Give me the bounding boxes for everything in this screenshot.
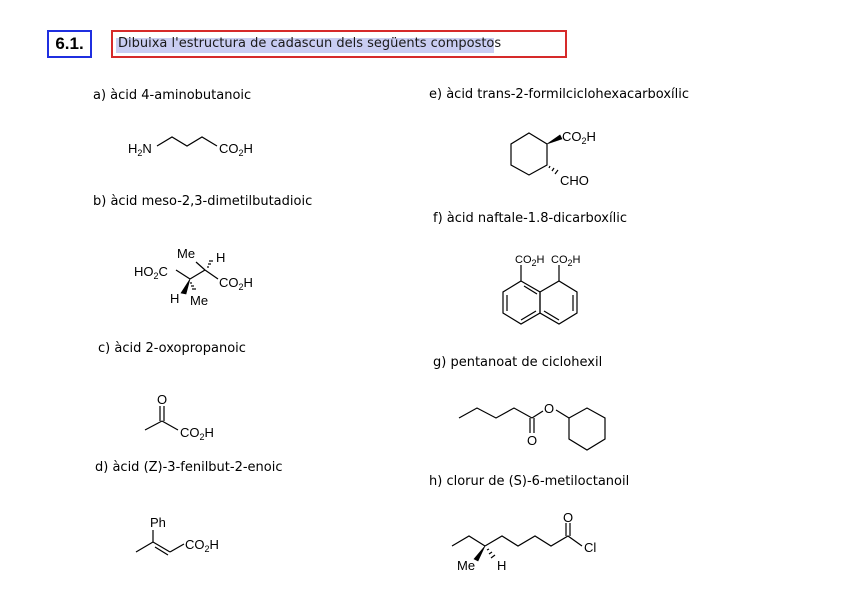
exercise-number: 6.1. [47, 30, 92, 58]
structure-b-wedge-bond [180, 278, 191, 295]
structure-b-bond-3 [204, 269, 219, 280]
structure-b-bond-1 [175, 269, 191, 280]
structure-c-oxygen-label: O [157, 392, 167, 407]
structure-e-hash-bond [548, 165, 559, 175]
instruction-box [111, 30, 567, 58]
structure-d-acid-label: CO2H [185, 537, 219, 554]
structure-h-oxygen-label: O [563, 510, 573, 525]
compound-d-label: d) àcid (Z)-3-fenilbut-2-enoic [95, 460, 283, 475]
structure-a-acid-label: CO2H [219, 141, 253, 158]
structure-d-bond-1 [135, 541, 154, 553]
structure-g-ester-o: O [544, 401, 554, 416]
structure-b: Me H HO2C CO2H H Me [134, 246, 253, 308]
structure-g-carbonyl-o: O [527, 433, 537, 448]
structure-b-bond-me-top [195, 261, 206, 271]
structure-h-chain-ethyl [451, 535, 486, 547]
structure-b-h-top: H [216, 250, 225, 265]
structure-b-hash-bond-top [207, 260, 213, 268]
compound-e-label: e) àcid trans-2-formilciclohexacarboxíli… [429, 87, 689, 102]
structure-d-double-b [154, 546, 169, 556]
structure-b-h-bottom: H [170, 291, 179, 306]
structure-h-chain-main [484, 535, 583, 547]
structure-c-bond-1 [144, 420, 163, 431]
structure-c-acid-label: CO2H [180, 425, 214, 442]
structure-a-chain [156, 136, 218, 147]
structure-f-ring-left [502, 280, 541, 325]
structure-d-double-a [152, 541, 171, 553]
structure-h-hash-bond [486, 548, 496, 559]
structure-d: Ph CO2H [135, 515, 219, 556]
structure-h-wedge-bond [473, 545, 486, 562]
structure-h: O Cl Me H [451, 510, 596, 573]
compound-g-label: g) pentanoat de ciclohexil [433, 355, 603, 370]
structure-d-bond-3 [169, 543, 185, 553]
structure-g-ester-bond-1 [531, 410, 544, 419]
compound-f-label: f) àcid naftale-1.8-dicarboxílic [433, 211, 627, 226]
structure-c-bond-2 [161, 420, 179, 431]
structure-a-amine-label: H2N [128, 141, 152, 158]
structure-c: O CO2H [144, 392, 214, 442]
structure-e-ring [510, 132, 548, 176]
compound-h-label: h) clorur de (S)-6-metiloctanoil [429, 474, 630, 489]
instruction-highlight [116, 38, 494, 53]
structure-g-ester-bond-2 [555, 409, 570, 419]
instruction-text: Dibuixa l'estructura de cadascun dels se… [118, 36, 502, 51]
structure-f-acid-1-label: CO2H [515, 254, 545, 268]
structure-f-double-5 [543, 310, 560, 321]
structure-f-double-3 [523, 285, 538, 295]
structure-e-wedge-bond [546, 134, 563, 145]
structure-f-acid-2-label: CO2H [551, 254, 581, 268]
structure-g-ring [568, 407, 606, 451]
structure-f-ring-right [539, 280, 578, 325]
compound-a-label: a) àcid 4-aminobutanoic [93, 88, 252, 103]
structure-h-hydrogen-label: H [497, 558, 506, 573]
structure-g: O O [458, 401, 606, 451]
structure-b-hash-bond-bottom [190, 282, 196, 290]
structure-b-acid-right: CO2H [219, 275, 253, 292]
structure-h-chlorine-label: Cl [584, 540, 596, 555]
structure-b-acid-left: HO2C [134, 264, 168, 281]
structure-h-methyl-label: Me [457, 558, 475, 573]
exercise-number-text: 6.1. [55, 34, 84, 53]
structure-a: H2N CO2H [128, 136, 253, 158]
structure-b-me-top: Me [177, 246, 195, 261]
structure-b-me-bottom: Me [190, 293, 208, 308]
compound-b-label: b) àcid meso-2,3-dimetilbutadioic [93, 194, 313, 209]
structure-d-phenyl-label: Ph [150, 515, 166, 530]
structure-f-double-2 [520, 310, 537, 321]
structure-e-acid-label: CO2H [562, 129, 596, 146]
structure-f: CO2H CO2H [502, 254, 581, 325]
structure-g-chain [458, 407, 533, 419]
structure-e: CO2H CHO [510, 129, 596, 188]
structure-e-aldehyde-label: CHO [560, 173, 589, 188]
compound-c-label: c) àcid 2-oxopropanoic [98, 341, 246, 356]
structure-b-bond-2 [189, 269, 206, 280]
